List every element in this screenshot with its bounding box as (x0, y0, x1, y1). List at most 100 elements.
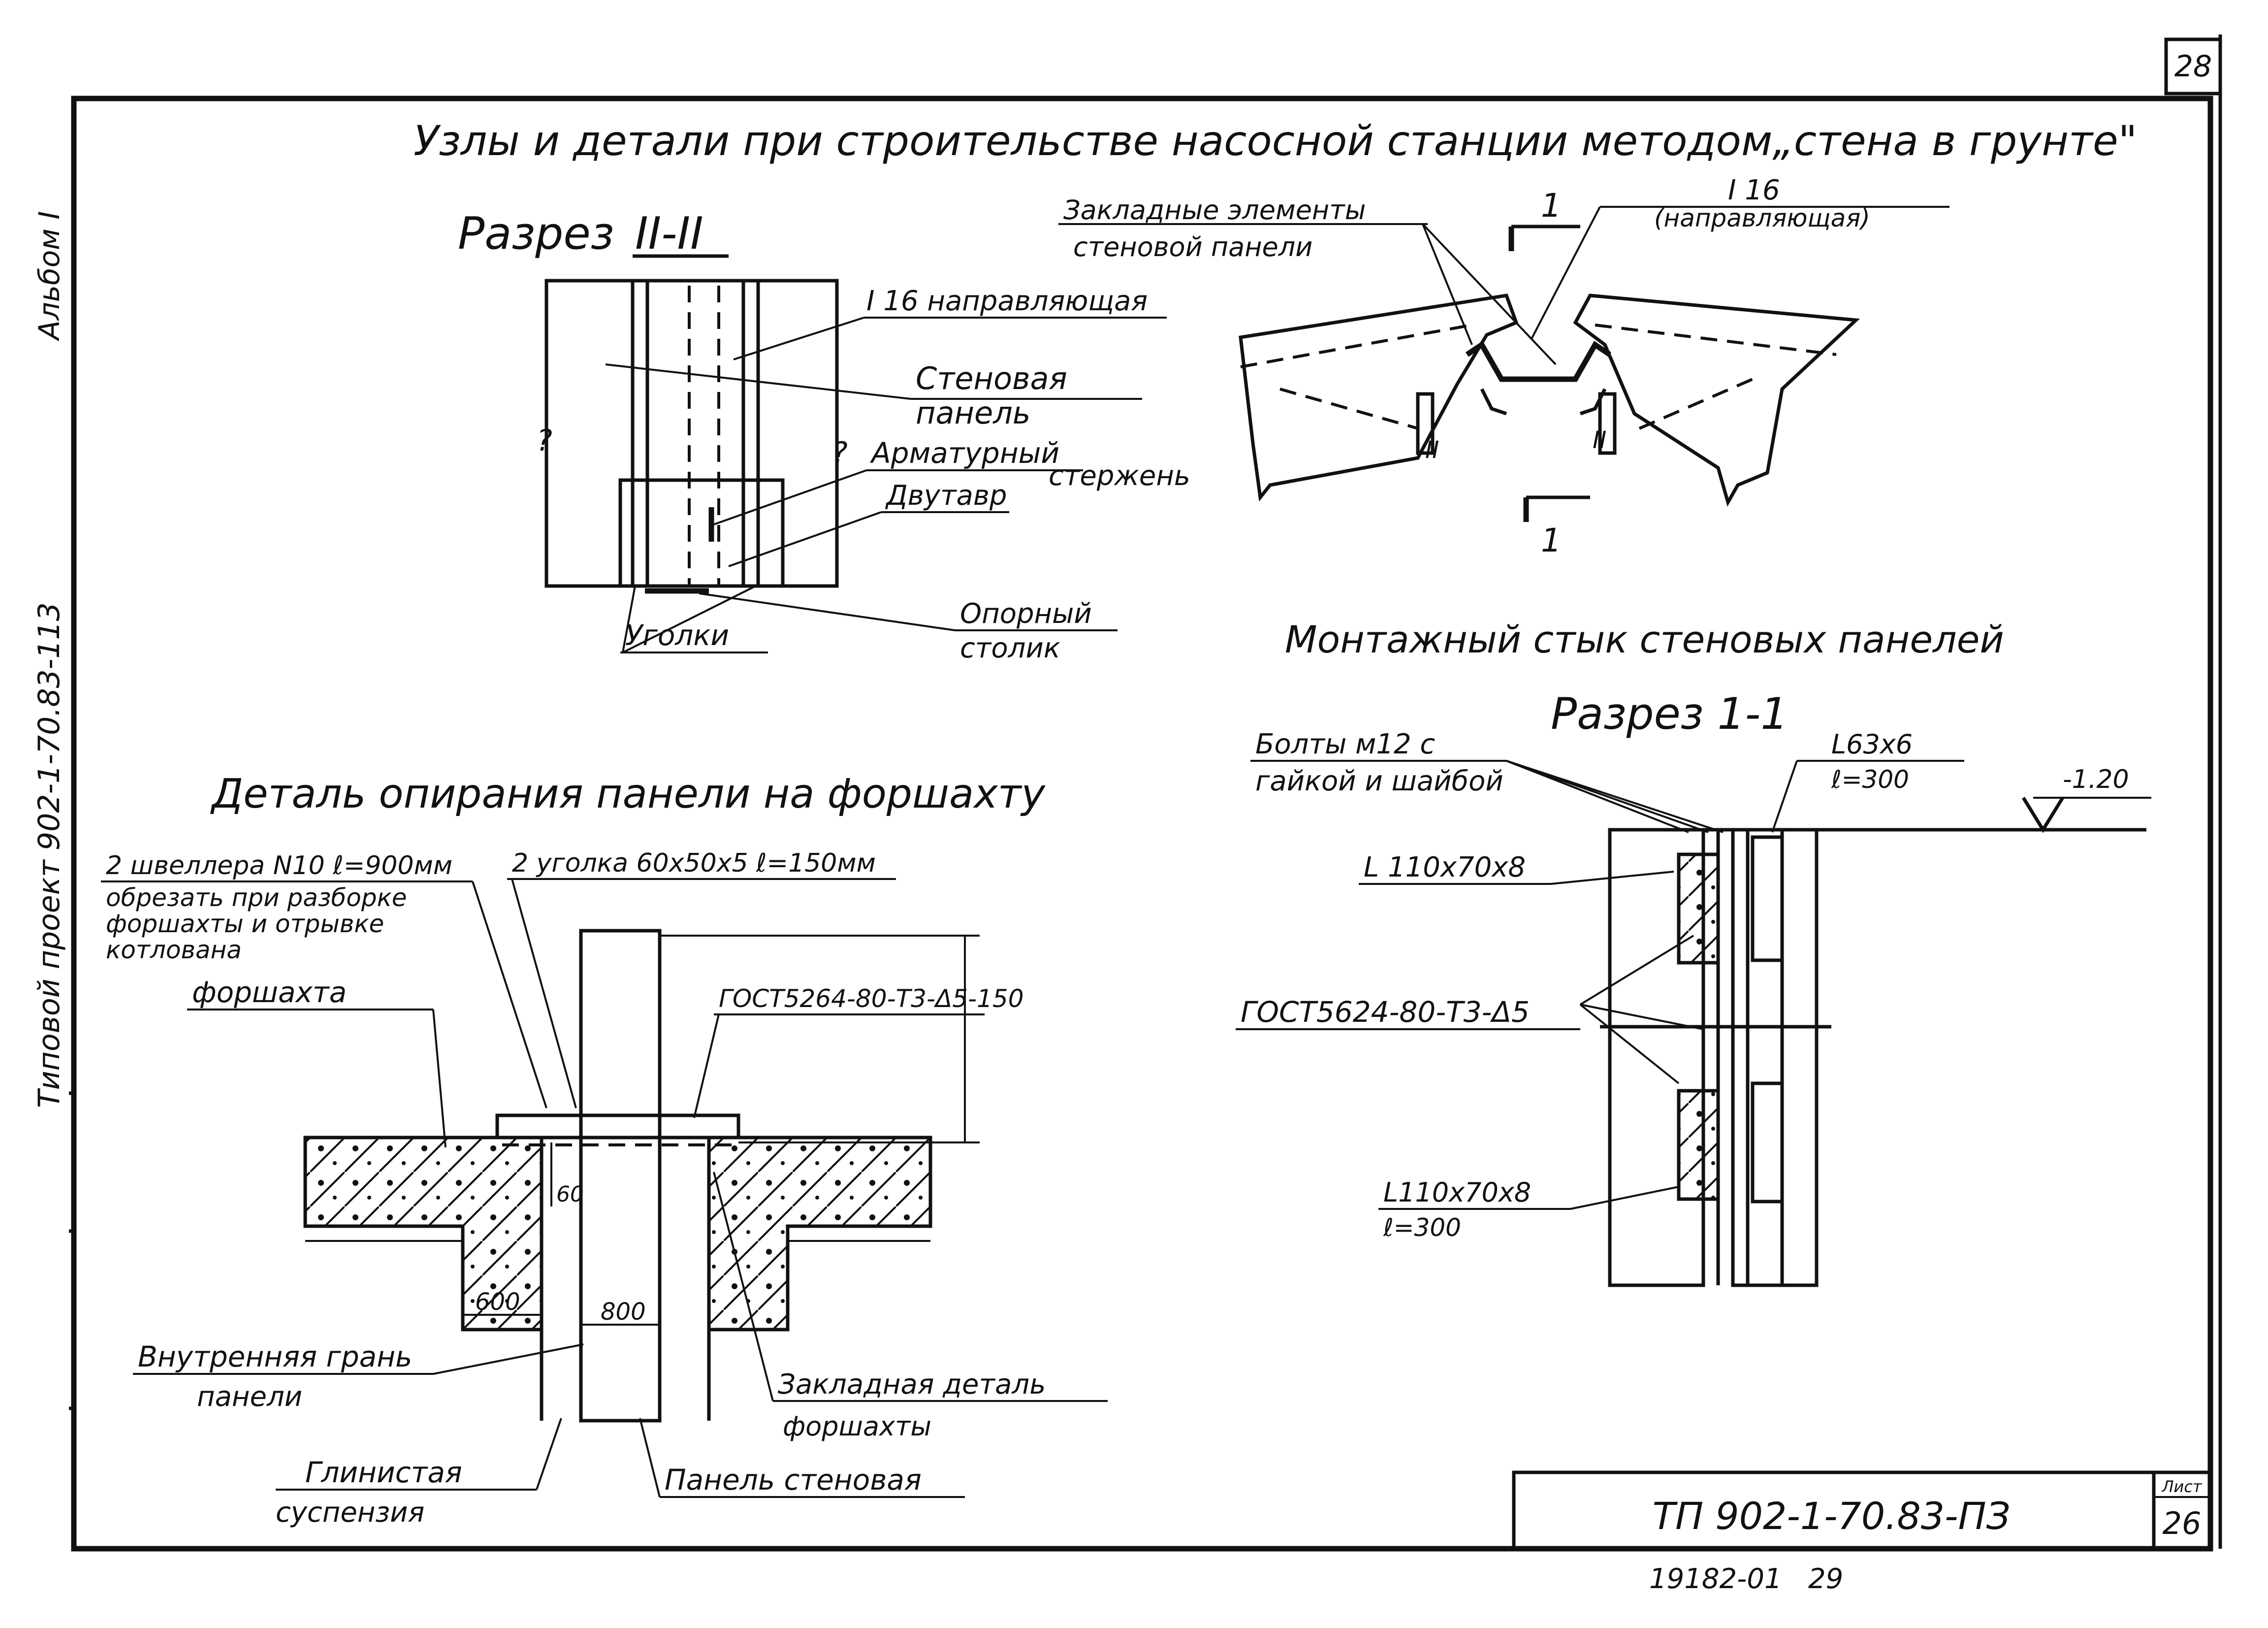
angle-block-bottom (1677, 1089, 1720, 1201)
bolt-plate-top (1751, 835, 1784, 962)
sheet-title: Узлы и детали при строительстве насосной… (414, 117, 2137, 165)
mark-2-right: II (1593, 426, 1606, 454)
label-embed-detail-1: Закладная деталь (778, 1368, 1046, 1400)
wall-panel-outline (544, 279, 839, 588)
label-inner-2: панели (197, 1381, 302, 1413)
section-2-roman: II-II (635, 208, 703, 260)
label-angles: Уголки (625, 619, 729, 652)
leader (433, 1343, 584, 1375)
leader (733, 317, 864, 360)
dim-800: 800 (601, 1298, 646, 1326)
label-i16: I 16 (1728, 174, 1780, 206)
side-album-label: Альбом I (32, 211, 66, 342)
label-inner-1: Внутренняя грань (138, 1340, 412, 1373)
label-bolts-1: Болты м12 с (1255, 728, 1435, 760)
label-rebar-1: Арматурный (869, 436, 1059, 470)
leader (622, 585, 756, 653)
label-level: -1.20 (2063, 765, 2129, 794)
label-table-2: столик (960, 632, 1060, 664)
guide-channel (1480, 388, 1507, 416)
label-panel-1: Стеновая (916, 360, 1067, 396)
label-ibeam: Двутавр (885, 480, 1007, 512)
sheet-number-box (2152, 1470, 2212, 1551)
dim-60: 60 (556, 1182, 584, 1207)
panel-right (1731, 830, 1819, 1287)
bolt-plate-bottom (1751, 1081, 1784, 1204)
bottom-number: 19182-01 29 (1649, 1563, 1843, 1595)
label-rebar-2: стержень (1049, 460, 1190, 492)
side-project-label: Типовой проект 902-1-70.83-113 (32, 602, 66, 1108)
page-number-top: 28 (2174, 49, 2212, 84)
label-panel-wall: Панель стеновая (665, 1463, 922, 1497)
panel-left (1608, 828, 1705, 1287)
label-gost-detail: ГОСТ5264-80-Т3-Δ5-150 (719, 984, 1024, 1013)
label-channels-1: 2 швеллера N10 ℓ=900мм (106, 851, 452, 880)
mark-2-left: II (1425, 436, 1439, 464)
level-mark (2022, 797, 2064, 833)
label-gost-joint: ГОСТ5624-80-Т3-Δ5 (1241, 995, 1530, 1029)
label-clay-2: суспензия (276, 1497, 424, 1529)
label-channels-3: форшахты и отрывке (106, 910, 384, 938)
embed-plate (1416, 392, 1435, 455)
break-mark: ? (832, 436, 848, 470)
leader (1580, 1004, 1704, 1030)
section-2-2: Разрез II-II ? ? I 16 направляющая Стено… (458, 208, 1190, 664)
wall-panel-detail (579, 929, 662, 1423)
label-table-1: Опорный (960, 598, 1092, 630)
channels-plate (495, 1113, 740, 1140)
leader (432, 1009, 447, 1148)
leader (728, 511, 882, 567)
leader (1550, 871, 1674, 885)
guide-channel (1465, 341, 1612, 382)
hidden-line (1279, 388, 1418, 430)
leader (639, 1418, 661, 1498)
joint-section-title: Разрез 1-1 (1551, 688, 1788, 739)
leader (1579, 1004, 1680, 1084)
label-channels-4: котлована (106, 936, 242, 964)
detail-title: Деталь опирания панели на форшахту (210, 771, 1046, 817)
label-channels-2: обрезать при разборке (106, 883, 407, 912)
leader (1506, 760, 1689, 833)
outer-frame (71, 96, 2213, 1552)
label-l300-bottom: ℓ=300 (1383, 1213, 1461, 1242)
label-embed-2: стеновой панели (1073, 231, 1312, 262)
plan-joint: Закладные элементы стеновой панели I 16 … (1058, 174, 1949, 559)
label-l110-bottom: L110x70x8 (1383, 1177, 1531, 1208)
leader (693, 1014, 720, 1118)
label-guide: I 16 направляющая (866, 285, 1148, 317)
label-embed-detail-2: форшахты (783, 1411, 931, 1442)
support-table (618, 478, 785, 588)
label-i16-sub: (направляющая) (1654, 204, 1870, 232)
leader (536, 1418, 562, 1490)
hidden-line (1638, 378, 1754, 430)
leader (713, 1172, 774, 1401)
dim-600: 600 (475, 1288, 520, 1316)
break-mark: ? (537, 423, 552, 458)
wall-panel-right (1573, 293, 1860, 507)
hidden-line (1240, 324, 1472, 368)
leader (1422, 223, 1557, 365)
stamp-code: ТП 902-1-70.83-ПЗ (1653, 1494, 2011, 1538)
leader (1506, 760, 1724, 833)
forshakhta-right (707, 1136, 932, 1332)
list-number: 26 (2163, 1505, 2202, 1541)
angle-block-top (1677, 852, 1720, 965)
leader (1570, 1186, 1679, 1210)
label-forshakhta: форшахта (192, 976, 347, 1009)
label-angles-detail: 2 уголка 60x50x5 ℓ=150мм (512, 848, 876, 878)
leader (1422, 224, 1473, 345)
label-embed-1: Закладные элементы (1063, 195, 1366, 226)
wall-panel-left (1239, 293, 1519, 502)
label-bolts-2: гайкой и шайбой (1255, 765, 1503, 797)
leader (511, 879, 577, 1108)
leader (1579, 935, 1694, 1006)
leader (472, 881, 547, 1108)
label-panel-2: панель (916, 395, 1030, 431)
joint-title: Монтажный стык стеновых панелей (1285, 618, 2004, 661)
leader (622, 586, 636, 653)
label-l300: ℓ=300 (1831, 765, 1909, 794)
label-l110-top: L 110x70x8 (1364, 851, 1526, 883)
cut-label-top: 1 (1541, 187, 1562, 225)
leader (699, 592, 956, 631)
hidden-line (1595, 324, 1837, 356)
